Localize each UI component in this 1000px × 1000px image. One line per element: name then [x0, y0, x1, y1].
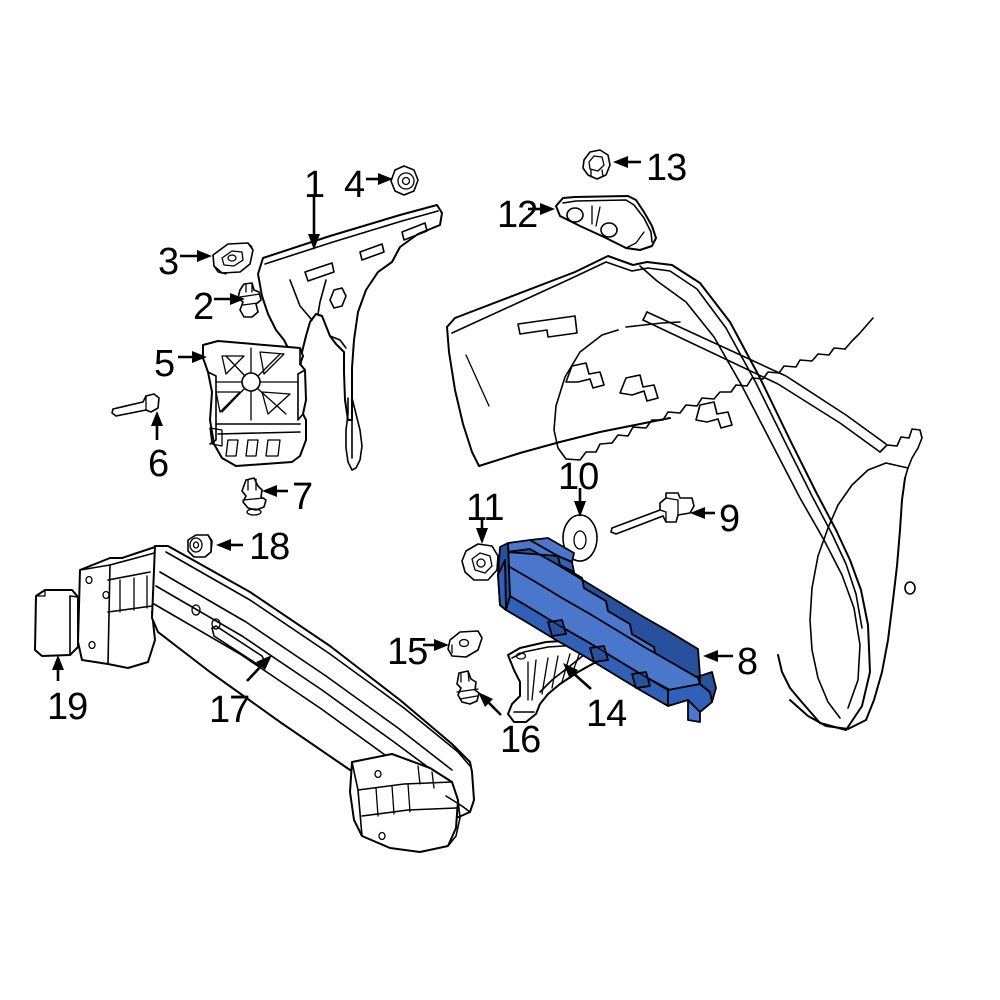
callout-label-10[interactable]: 10	[558, 456, 599, 498]
part-6-pin-rivet	[111, 393, 160, 417]
part-8-impact-absorber-highlighted	[497, 537, 717, 723]
callout-label-15[interactable]: 15	[387, 631, 428, 673]
callout-label-14[interactable]: 14	[586, 693, 627, 735]
callout-label-11[interactable]: 11	[466, 487, 504, 529]
part-3-retainer-clip	[212, 242, 254, 275]
callout-label-2[interactable]: 2	[193, 286, 214, 328]
leader-lines	[52, 156, 733, 716]
part-9-screw-rivet	[610, 492, 695, 535]
part-13-nut-cap	[582, 149, 611, 180]
part-15-u-nut-clip	[447, 630, 483, 658]
part-7-push-pin-clip	[241, 477, 267, 516]
bumper-cover-outline	[446, 255, 923, 731]
part-19-end-cap-plate	[34, 589, 79, 657]
callout-label-16[interactable]: 16	[500, 719, 541, 761]
callout-label-13[interactable]: 13	[646, 147, 687, 189]
part-10-washer	[562, 514, 598, 562]
part-17-reinforcement-beam	[77, 545, 475, 853]
callout-label-3[interactable]: 3	[158, 241, 179, 283]
callout-label-5[interactable]: 5	[154, 343, 175, 385]
callout-label-8[interactable]: 8	[737, 641, 758, 683]
callout-label-4[interactable]: 4	[344, 164, 365, 206]
part-5-absorber-bracket	[202, 340, 307, 467]
part-14-support-bracket	[507, 639, 603, 723]
part-12-side-bracket	[555, 195, 657, 251]
callout-label-7[interactable]: 7	[292, 476, 313, 518]
part-18-cap-nut	[187, 534, 213, 558]
callout-label-1[interactable]: 1	[304, 164, 325, 206]
callout-label-6[interactable]: 6	[148, 443, 169, 485]
part-1-extension-rail	[257, 204, 443, 471]
callout-label-17[interactable]: 17	[209, 689, 250, 731]
part-11-flange-nut	[461, 543, 499, 581]
callout-label-12[interactable]: 12	[497, 194, 538, 236]
callout-label-18[interactable]: 18	[249, 526, 290, 568]
part-16-stud-bolt	[456, 670, 480, 705]
callout-label-19[interactable]: 19	[47, 686, 88, 728]
callout-label-9[interactable]: 9	[719, 498, 740, 540]
part-4-grommet-nut	[390, 165, 419, 196]
